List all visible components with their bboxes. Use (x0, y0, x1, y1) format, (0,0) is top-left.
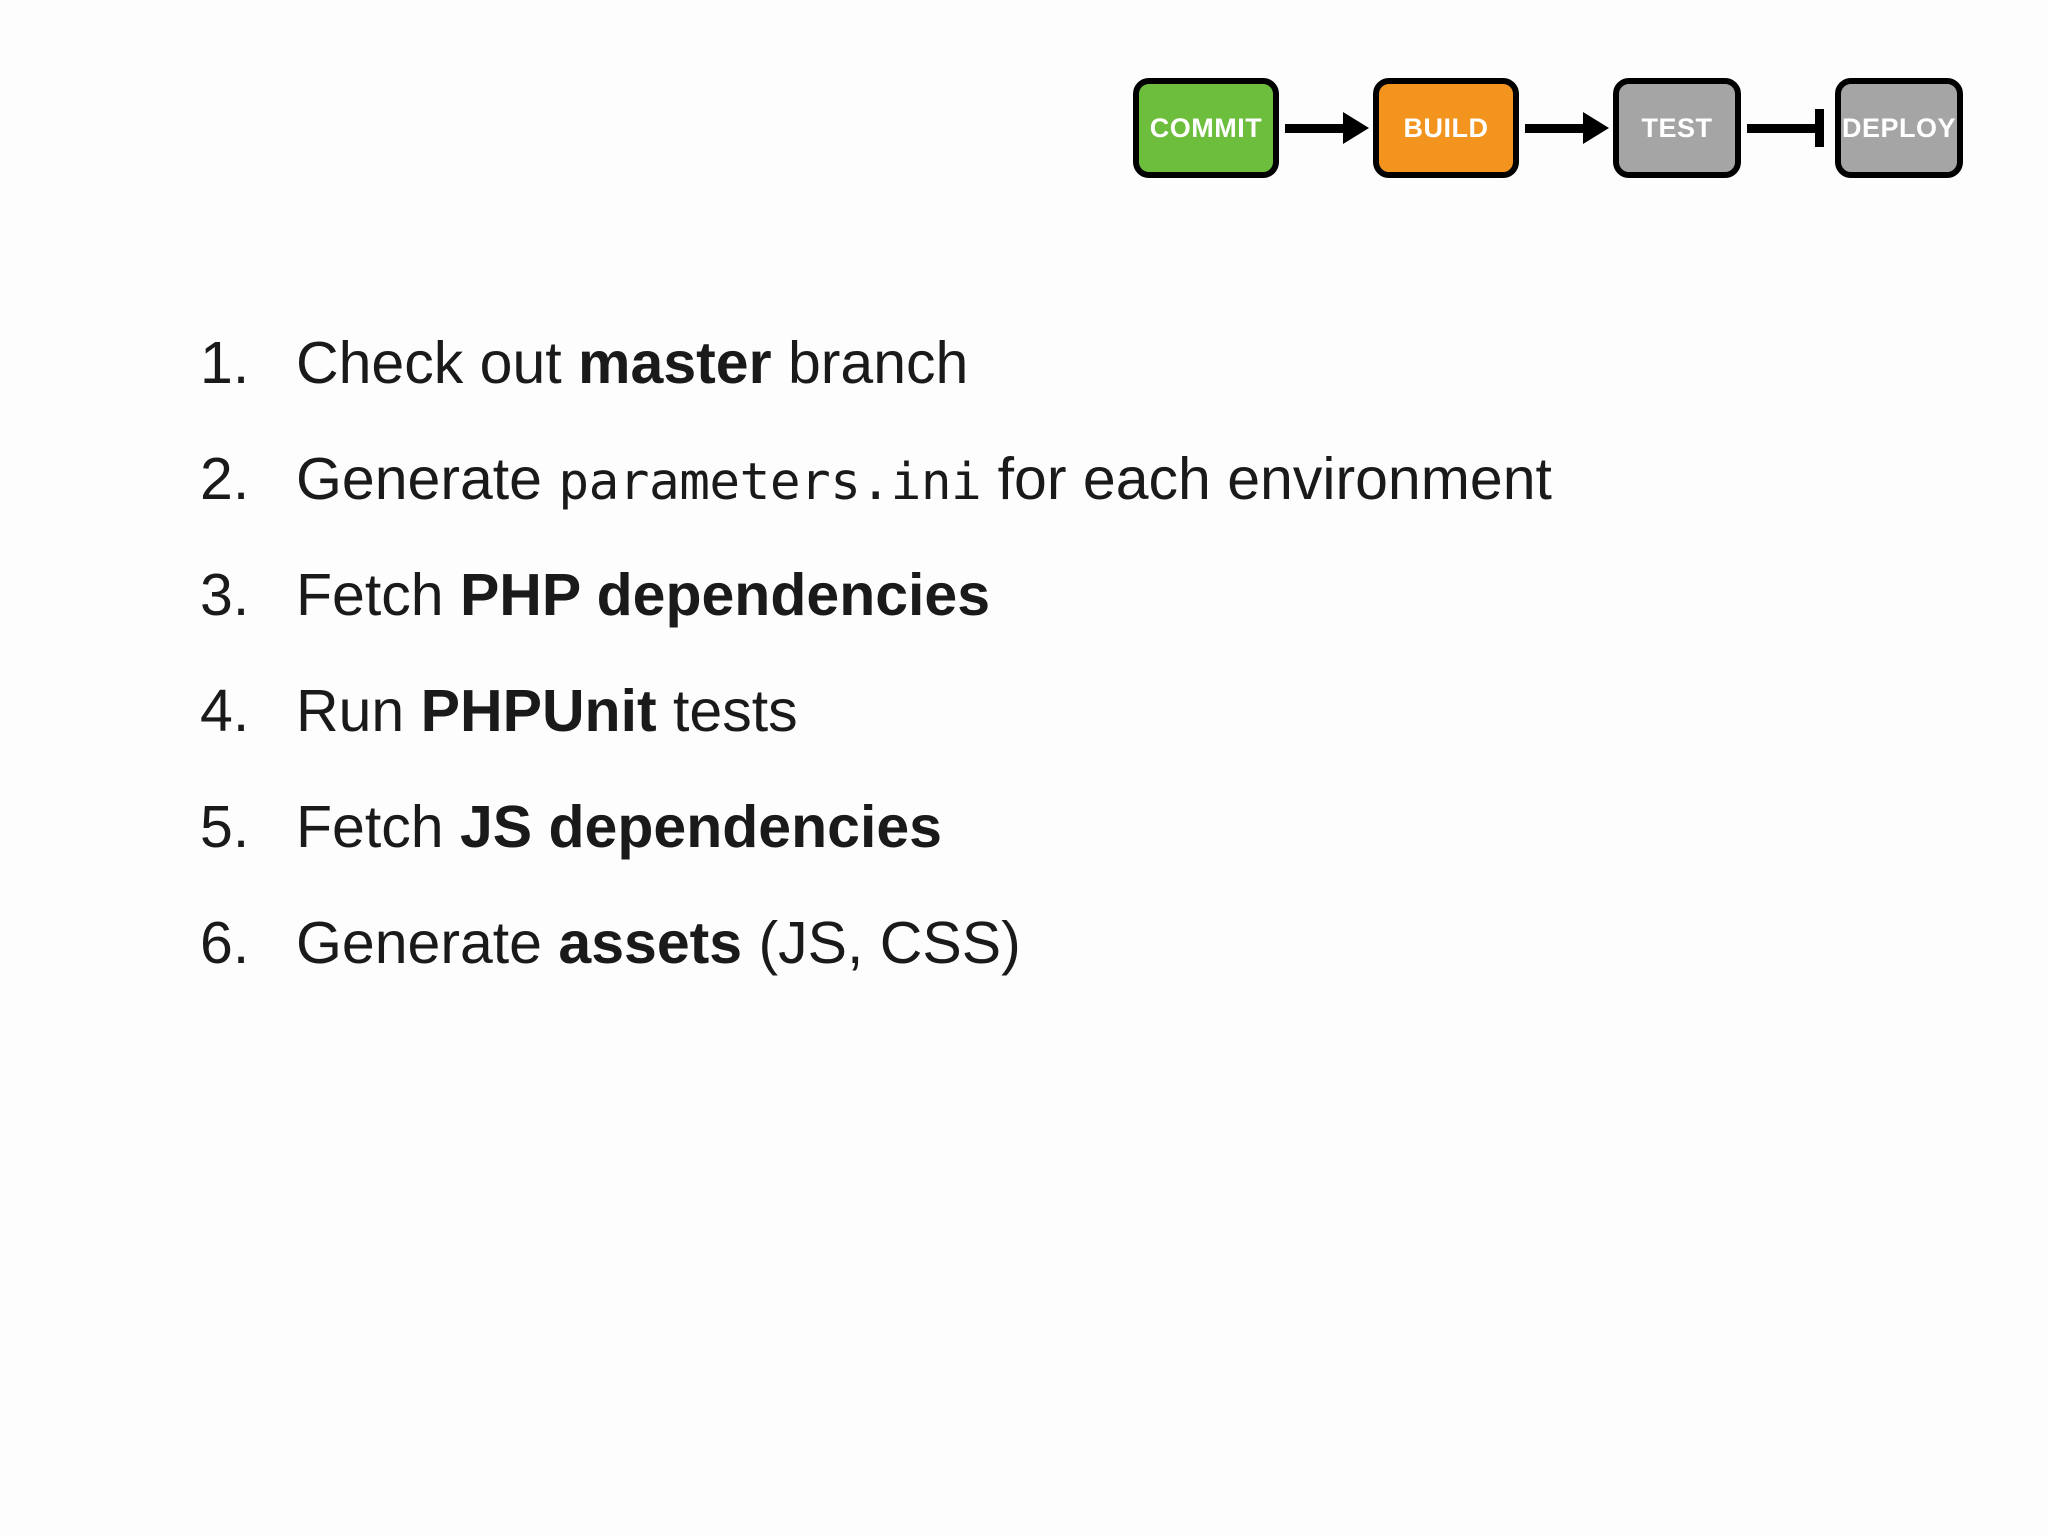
list-item-text-part: Run (296, 678, 421, 745)
list-item-text: Check out master branch (296, 330, 1980, 396)
list-item: 4. Run PHPUnit tests (200, 678, 1980, 744)
list-item-text-part: (JS, CSS) (742, 910, 1021, 977)
list-item: 6. Generate assets (JS, CSS) (200, 910, 1980, 976)
list-item: 3. Fetch PHP dependencies (200, 562, 1980, 628)
pipeline-connector-build-test (1519, 78, 1613, 178)
list-item-text-part: for each environment (981, 446, 1552, 513)
list-item-number: 1. (200, 330, 250, 396)
pipeline-stage-commit-label: COMMIT (1149, 112, 1263, 143)
list-item-text: Generate parameters.ini for each environ… (296, 446, 1980, 512)
pipeline-stage-commit[interactable]: COMMIT (1133, 78, 1279, 178)
list-item-text-part-bold: assets (558, 910, 743, 977)
list-item-number: 4. (200, 678, 250, 745)
list-item-text: Generate assets (JS, CSS) (296, 910, 1980, 976)
arrow-right-icon (1525, 124, 1587, 133)
list-item-text: Fetch JS dependencies (296, 794, 1980, 860)
list-item-number: 2. (200, 446, 250, 513)
list-item-text-part-bold: PHP dependencies (459, 562, 991, 629)
t-bar-connector-icon (1747, 124, 1819, 133)
build-steps-list: 1. Check out master branch 2. Generate p… (200, 330, 1980, 1026)
list-item-text: Run PHPUnit tests (296, 678, 1980, 744)
arrow-right-head-icon (1343, 112, 1369, 144)
list-item-text-part: branch (771, 330, 969, 396)
pipeline-stage-test-label: TEST (1641, 112, 1713, 143)
list-item-text-part: Generate (296, 446, 559, 513)
list-item-text-part-bold: master (578, 330, 772, 396)
pipeline-stage-test[interactable]: TEST (1613, 78, 1741, 178)
list-item-text-part: Fetch (296, 794, 460, 861)
list-item-number: 5. (200, 794, 250, 861)
pipeline-stage-build[interactable]: BUILD (1373, 78, 1519, 178)
list-item-text-part: Check out (296, 330, 579, 396)
t-bar-connector-cap-icon (1815, 109, 1824, 147)
arrow-right-icon (1285, 124, 1347, 133)
list-item-text-part-bold: JS dependencies (459, 794, 942, 861)
list-item-text: Fetch PHP dependencies (296, 562, 1980, 628)
list-item-number: 3. (200, 562, 250, 629)
ci-cd-pipeline-diagram: COMMIT BUILD TEST DEPLOY (1133, 78, 1963, 178)
list-item: 1. Check out master branch (200, 330, 1980, 396)
pipeline-connector-test-deploy (1741, 78, 1835, 178)
list-item-text-part: tests (656, 678, 798, 745)
list-item-text-part: Generate (296, 910, 559, 977)
list-item: 5. Fetch JS dependencies (200, 794, 1980, 860)
list-item-number: 6. (200, 910, 250, 977)
arrow-right-head-icon (1583, 112, 1609, 144)
list-item-text-part-bold: PHPUnit (420, 678, 657, 745)
list-item: 2. Generate parameters.ini for each envi… (200, 446, 1980, 512)
pipeline-stage-deploy-label: DEPLOY (1841, 112, 1957, 143)
pipeline-stage-deploy[interactable]: DEPLOY (1835, 78, 1963, 178)
pipeline-stage-build-label: BUILD (1403, 112, 1489, 143)
list-item-text-part-code: parameters.ini (558, 453, 982, 513)
list-item-text-part: Fetch (296, 562, 460, 629)
pipeline-connector-commit-build (1279, 78, 1373, 178)
